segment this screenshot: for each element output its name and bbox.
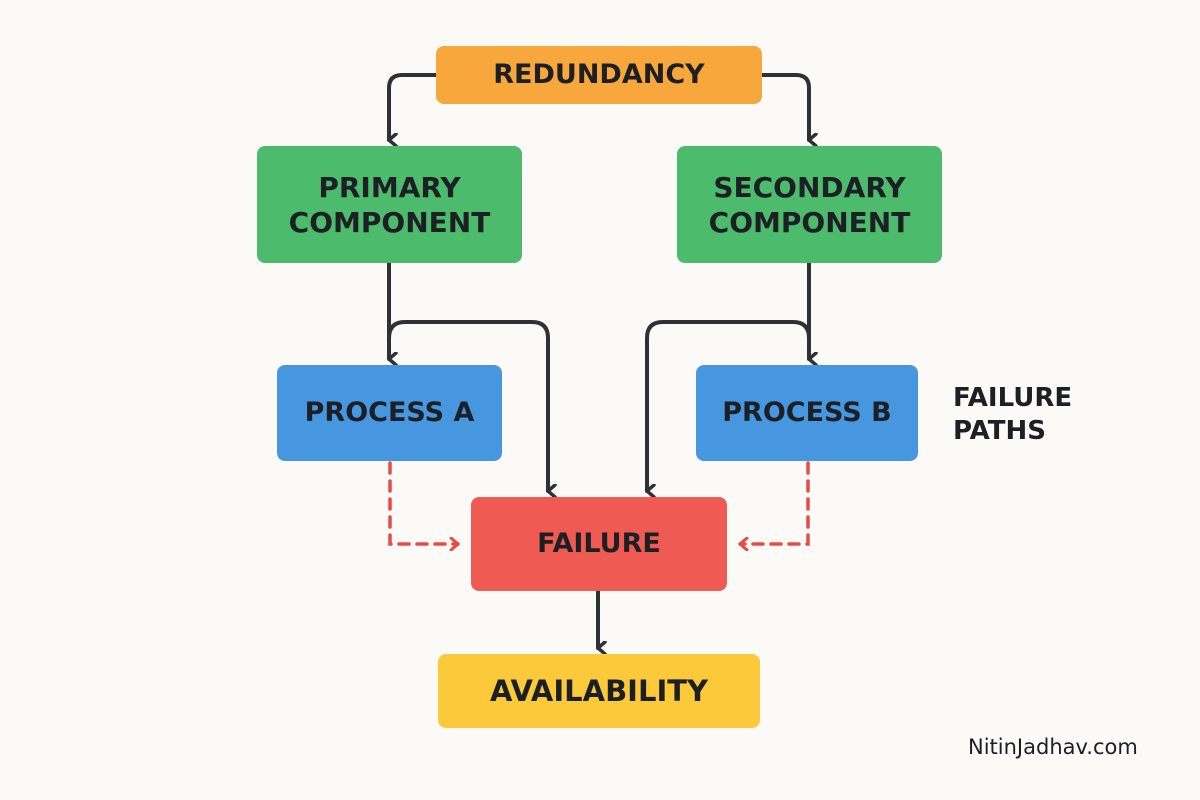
edge-redundancy-primary [387, 73, 438, 140]
node-process-b: PROCESS B [696, 365, 918, 461]
edge-secondary-failure [645, 320, 811, 491]
edge-redundancy-secondary [760, 73, 809, 140]
credit-text: NitinJadhav.com [968, 735, 1138, 759]
node-label: PROCESS B [722, 397, 892, 429]
failure-path-process-b [738, 461, 810, 544]
node-label-line1: SECONDARY [713, 170, 906, 204]
node-label-line2: COMPONENT [288, 205, 491, 239]
failure-path-process-a [388, 461, 460, 544]
node-label: AVAILABILITY [489, 673, 709, 708]
node-label: REDUNDANCY [493, 59, 705, 91]
annotation-line2: PATHS [953, 415, 1046, 446]
annotation-line1: FAILURE [953, 383, 1073, 413]
node-failure: FAILURE [471, 497, 727, 591]
node-secondary-component: SECONDARY COMPONENT [677, 146, 942, 263]
node-label: FAILURE [537, 528, 661, 560]
node-label-line1: PRIMARY [318, 170, 461, 204]
node-process-a: PROCESS A [277, 365, 502, 461]
edge-primary-failure [387, 320, 548, 491]
failure-paths-annotation: FAILURE PATHS [953, 382, 1072, 447]
node-primary-component: PRIMARY COMPONENT [257, 146, 522, 263]
node-label-line2: COMPONENT [708, 205, 911, 239]
node-availability: AVAILABILITY [438, 654, 760, 728]
node-label: PROCESS A [304, 397, 475, 429]
node-redundancy: REDUNDANCY [436, 46, 762, 104]
